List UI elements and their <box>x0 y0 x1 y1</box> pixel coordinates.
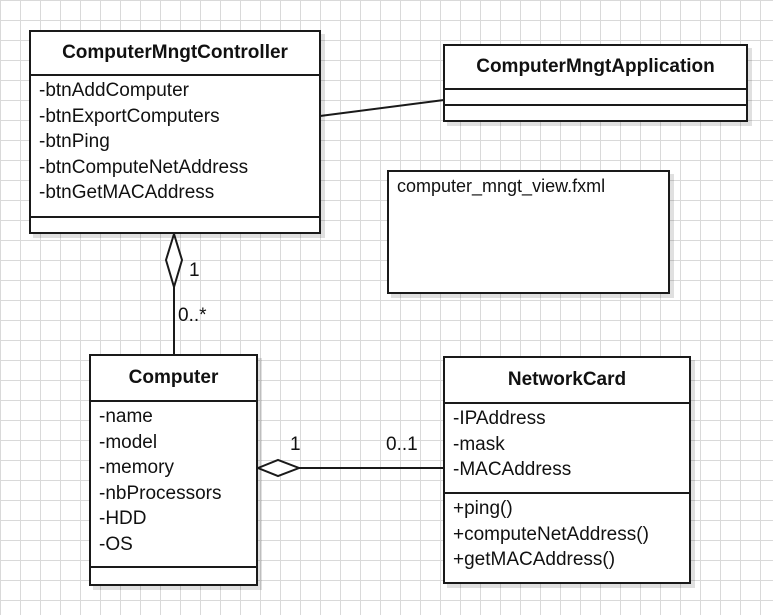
attribute: -btnExportComputers <box>39 105 220 127</box>
attribute: -btnComputeNetAddress <box>39 156 249 178</box>
operation: +ping() <box>453 498 513 519</box>
aggregation-diamond-controller <box>164 230 184 291</box>
attribute: -MACAddress <box>453 459 572 480</box>
operation: +getMACAddress() <box>453 549 616 570</box>
class-computermngtapplication[interactable]: ComputerMngtApplication <box>443 44 748 122</box>
multiplicity-computer-side: 0..* <box>178 305 207 326</box>
class-name: NetworkCard <box>445 358 689 404</box>
class-name: Computer <box>91 356 256 402</box>
operations-compartment <box>91 568 256 574</box>
operations-compartment <box>445 106 746 112</box>
class-name: ComputerMngtApplication <box>445 46 746 90</box>
attributes-compartment <box>445 90 746 106</box>
attribute: -mask <box>453 433 505 455</box>
attribute: -btnGetMACAddress <box>39 182 215 203</box>
attributes-compartment: -IPAddress -mask -MACAddress <box>445 404 689 494</box>
fxml-view-note[interactable]: computer_mngt_view.fxml <box>387 170 670 294</box>
association-line-controller-application <box>319 99 445 117</box>
attributes-compartment: -name -model -memory -nbProcessors -HDD … <box>91 402 256 568</box>
multiplicity-computer-networkcard-target: 0..1 <box>386 434 418 455</box>
class-networkcard[interactable]: NetworkCard -IPAddress -mask -MACAddress… <box>443 356 691 584</box>
attribute: -name <box>99 406 153 427</box>
attributes-compartment: -btnAddComputer -btnExportComputers -btn… <box>31 76 319 218</box>
operations-compartment: +ping() +computeNetAddress() +getMACAddr… <box>445 494 689 577</box>
attribute: -btnAddComputer <box>39 80 189 101</box>
attribute: -OS <box>99 533 133 555</box>
attribute: -HDD <box>99 508 147 529</box>
class-computermngtcontroller[interactable]: ComputerMngtController -btnAddComputer -… <box>29 30 321 234</box>
class-name: ComputerMngtController <box>31 32 319 76</box>
operations-compartment <box>31 218 319 224</box>
attribute: -btnPing <box>39 131 110 152</box>
class-computer[interactable]: Computer -name -model -memory -nbProcess… <box>89 354 258 586</box>
aggregation-diamond-computer <box>255 458 302 478</box>
multiplicity-computer-networkcard-source: 1 <box>290 434 301 455</box>
attribute: -model <box>99 431 158 453</box>
attribute: -IPAddress <box>453 408 546 429</box>
multiplicity-controller-side: 1 <box>189 260 200 281</box>
operation: +computeNetAddress() <box>453 523 649 545</box>
attribute: -memory <box>99 457 174 478</box>
note-text: computer_mngt_view.fxml <box>397 176 606 196</box>
attribute: -nbProcessors <box>99 482 222 504</box>
